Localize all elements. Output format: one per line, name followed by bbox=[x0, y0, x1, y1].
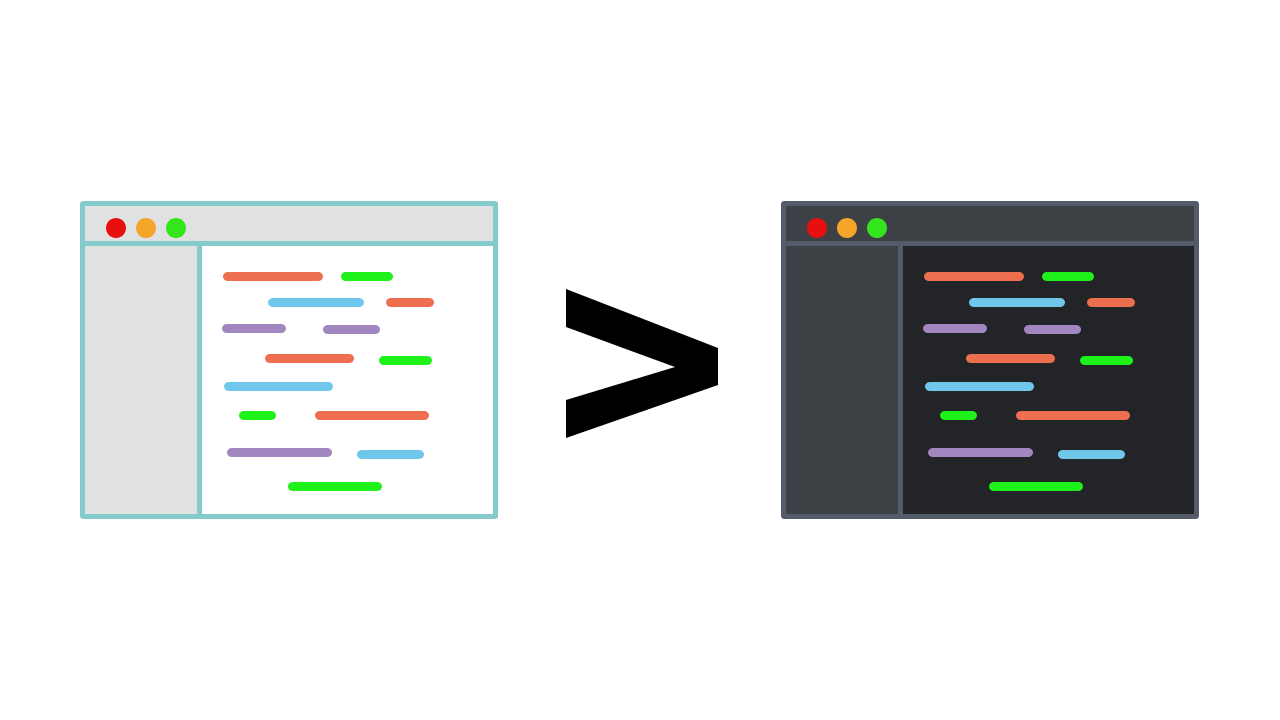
code-line-bar bbox=[223, 272, 323, 281]
code-line-bar bbox=[1042, 272, 1094, 281]
code-editor-pane bbox=[202, 246, 493, 514]
window-titlebar bbox=[85, 206, 493, 246]
greater-than-icon bbox=[566, 289, 718, 438]
maximize-dot-icon bbox=[867, 218, 887, 238]
code-line-bar bbox=[323, 325, 380, 334]
close-dot-icon bbox=[106, 218, 126, 238]
code-line-bar bbox=[924, 272, 1024, 281]
code-line-bar bbox=[222, 324, 286, 333]
chevron-shape bbox=[566, 289, 718, 438]
light-theme-editor-window bbox=[80, 201, 498, 519]
maximize-dot-icon bbox=[166, 218, 186, 238]
code-line-bar bbox=[239, 411, 276, 420]
code-line-bar bbox=[224, 382, 333, 391]
code-line-bar bbox=[966, 354, 1055, 363]
code-line-bar bbox=[989, 482, 1083, 491]
code-line-bar bbox=[969, 298, 1065, 307]
code-line-bar bbox=[1080, 356, 1133, 365]
minimize-dot-icon bbox=[837, 218, 857, 238]
code-line-bar bbox=[923, 324, 987, 333]
code-line-bar bbox=[1016, 411, 1130, 420]
code-line-bar bbox=[265, 354, 354, 363]
code-line-bar bbox=[1087, 298, 1135, 307]
file-sidebar bbox=[786, 246, 903, 514]
code-line-bar bbox=[386, 298, 434, 307]
code-line-bar bbox=[1024, 325, 1081, 334]
code-line-bar bbox=[928, 448, 1033, 457]
code-editor-pane bbox=[903, 246, 1194, 514]
code-line-bar bbox=[940, 411, 977, 420]
code-line-bar bbox=[288, 482, 382, 491]
code-line-bar bbox=[227, 448, 332, 457]
minimize-dot-icon bbox=[136, 218, 156, 238]
code-line-bar bbox=[1058, 450, 1125, 459]
code-line-bar bbox=[341, 272, 393, 281]
code-line-bar bbox=[268, 298, 364, 307]
code-line-bar bbox=[357, 450, 424, 459]
code-line-bar bbox=[315, 411, 429, 420]
close-dot-icon bbox=[807, 218, 827, 238]
window-titlebar bbox=[786, 206, 1194, 246]
file-sidebar bbox=[85, 246, 202, 514]
code-line-bar bbox=[379, 356, 432, 365]
dark-theme-editor-window bbox=[781, 201, 1199, 519]
code-line-bar bbox=[925, 382, 1034, 391]
